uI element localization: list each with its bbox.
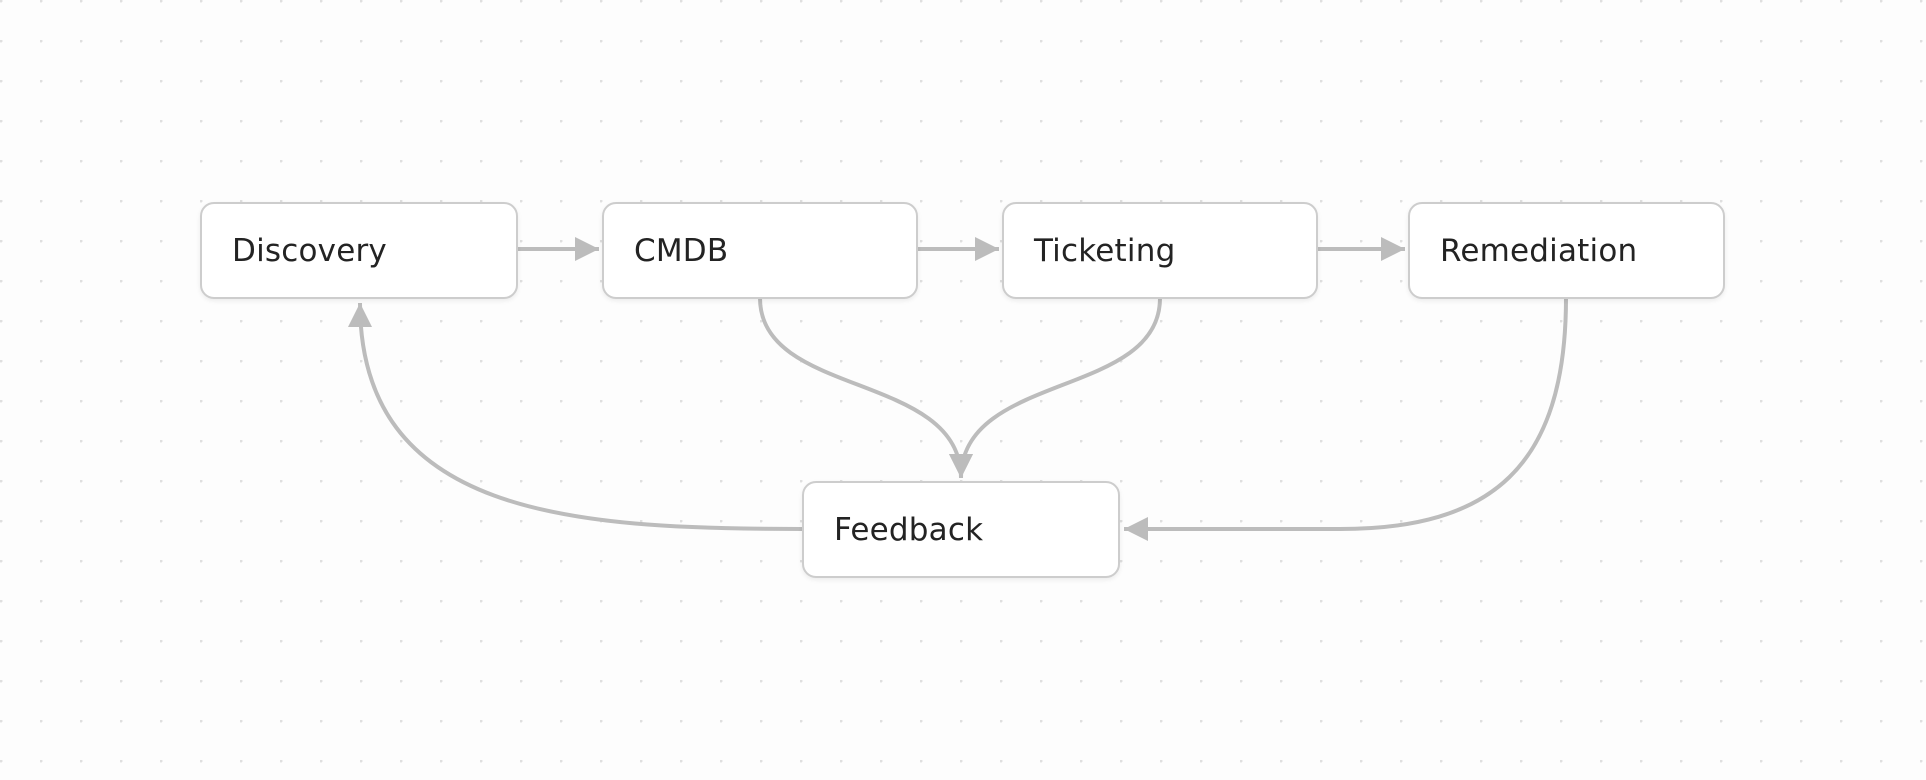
node-label: Ticketing bbox=[1034, 232, 1176, 269]
node-label: Discovery bbox=[232, 232, 387, 269]
node-feedback[interactable]: Feedback bbox=[802, 481, 1120, 578]
node-label: Remediation bbox=[1440, 232, 1638, 269]
edge-feedback-discovery[interactable] bbox=[348, 302, 803, 531]
node-remediation[interactable]: Remediation bbox=[1408, 202, 1725, 299]
node-label: CMDB bbox=[634, 232, 729, 269]
edge-cmdb-feedback[interactable] bbox=[758, 297, 973, 479]
node-discovery[interactable]: Discovery bbox=[200, 202, 518, 299]
node-ticketing[interactable]: Ticketing bbox=[1002, 202, 1318, 299]
node-label: Feedback bbox=[834, 511, 984, 548]
node-cmdb[interactable]: CMDB bbox=[602, 202, 918, 299]
edge-ticketing-feedback[interactable] bbox=[949, 297, 1162, 479]
edge-remediation-feedback[interactable] bbox=[1124, 297, 1568, 541]
